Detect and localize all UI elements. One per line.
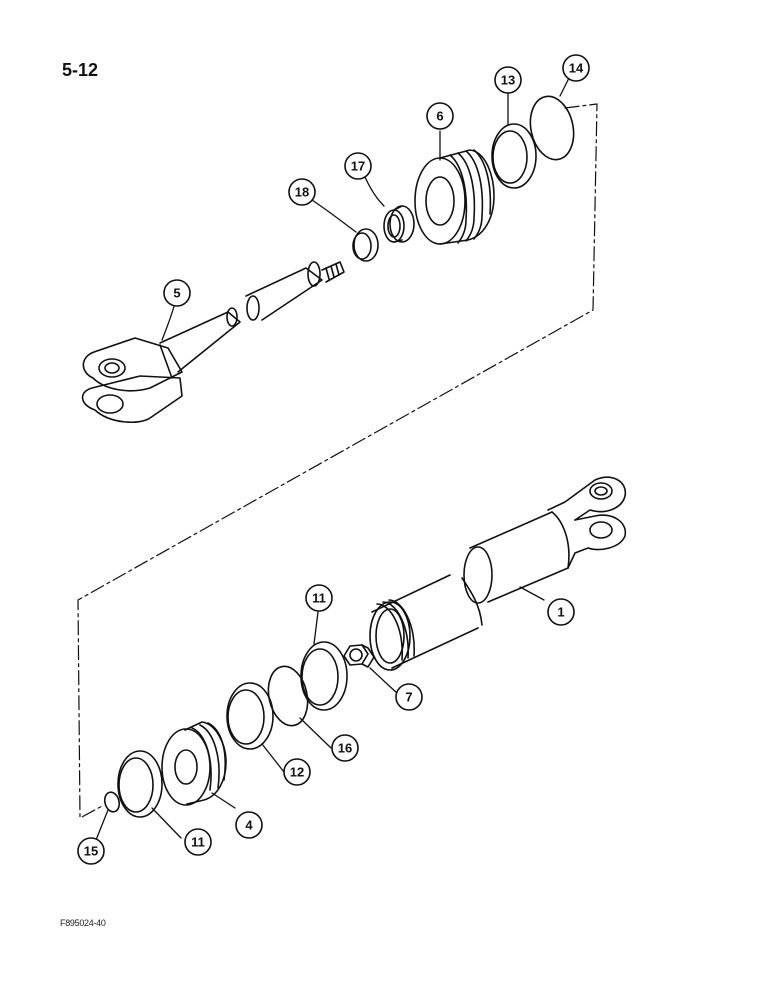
callout-14: 14 — [569, 61, 584, 76]
callout-1: 1 — [557, 605, 564, 620]
ring-12 — [226, 682, 274, 750]
callout-circles — [77, 54, 590, 865]
piston-rod — [81, 261, 345, 424]
leader-lines — [95, 75, 571, 841]
bushing-17 — [383, 205, 415, 243]
nut-7 — [343, 644, 375, 668]
callout-11-lower: 11 — [191, 835, 205, 850]
callout-17: 17 — [351, 159, 365, 174]
figure-code: F895024-40 — [60, 918, 106, 928]
callout-13: 13 — [501, 73, 515, 88]
o-ring-15 — [103, 791, 121, 813]
ring-11-lower — [117, 750, 163, 818]
callout-4: 4 — [245, 818, 253, 833]
callout-6: 6 — [436, 109, 443, 124]
o-ring-14 — [529, 95, 575, 161]
page-number: 5-12 — [62, 60, 99, 80]
callout-18: 18 — [295, 185, 309, 200]
cylinder-barrel — [369, 476, 627, 671]
ring-13 — [491, 123, 537, 189]
callout-7: 7 — [405, 690, 412, 705]
callout-11-upper: 11 — [312, 591, 326, 606]
callout-5: 5 — [173, 286, 180, 301]
ring-18 — [352, 228, 379, 262]
piston-6 — [414, 149, 495, 245]
callout-16: 16 — [338, 741, 352, 756]
ring-11-upper — [300, 641, 348, 711]
callout-15: 15 — [84, 844, 98, 859]
piston-4 — [161, 721, 227, 806]
assembly-path — [77, 103, 598, 819]
callout-12: 12 — [290, 765, 304, 780]
